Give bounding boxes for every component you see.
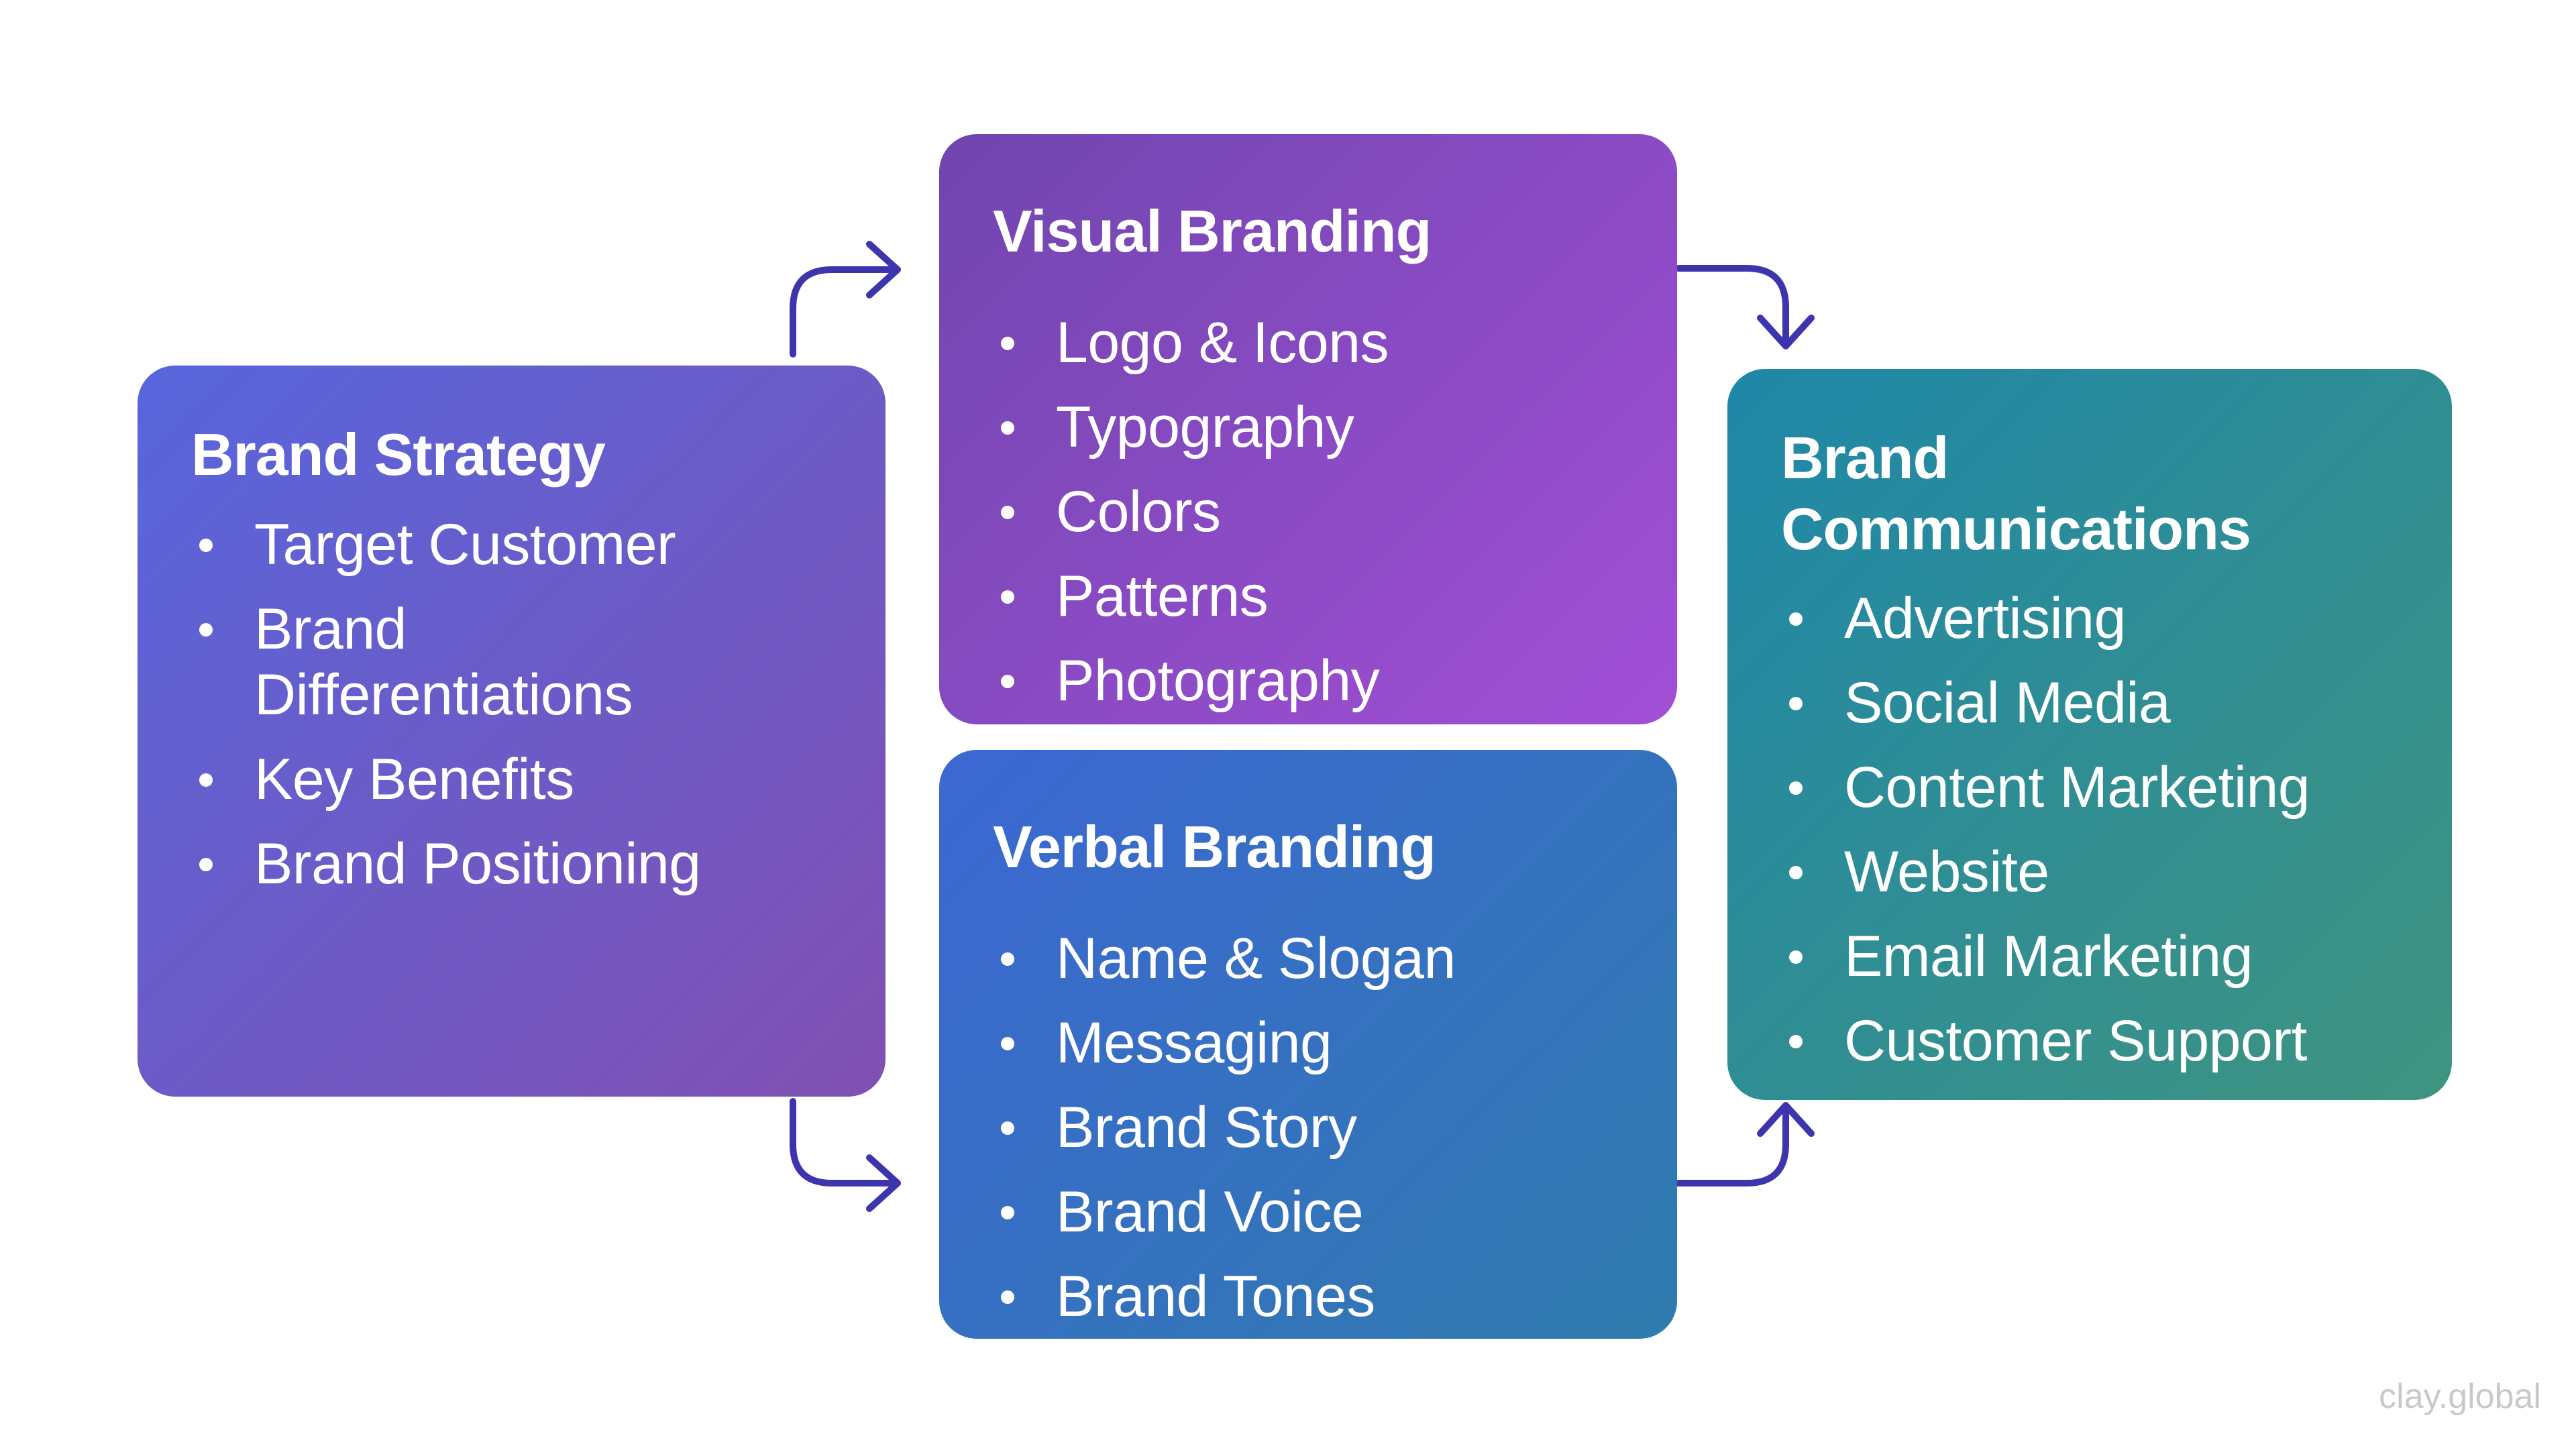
bullet-dot (1789, 950, 1803, 964)
list-item-label: Brand Positioning (254, 831, 701, 896)
list-item-label: Name & Slogan (1056, 926, 1456, 991)
list-item: Photography (993, 648, 1637, 714)
list-item: Brand Positioning (191, 831, 778, 897)
list-item: Brand Voice (993, 1179, 1637, 1245)
bullet-dot (1001, 336, 1014, 350)
bullet-dot (1001, 1036, 1014, 1050)
list-item-label: Key Benefits (254, 747, 574, 812)
list-item-label: Customer Support (1844, 1009, 2307, 1074)
arrow-strategy-to-visual (790, 241, 901, 357)
bullet-dot (1001, 590, 1014, 604)
bullet-dot (1789, 612, 1803, 626)
arrow-visual-to-communications (1675, 265, 1815, 349)
bullet-dot (199, 622, 213, 637)
list-item-label: Brand Story (1056, 1095, 1357, 1160)
bullet-dot (1001, 1205, 1014, 1219)
card-title: Brand Strategy (191, 421, 606, 488)
list-item: Patterns (993, 563, 1637, 629)
list-item: Brand Differentiations (191, 596, 778, 728)
watermark-clay-global: clay.global (2379, 1377, 2541, 1416)
list-item-label: Patterns (1056, 563, 1269, 628)
list-item-label: Target Customer (254, 512, 676, 577)
bullet-dot (199, 538, 213, 552)
bullet-dot (1789, 1035, 1803, 1049)
bullet-dot (1001, 952, 1014, 966)
arrowhead-right-icon (866, 241, 901, 298)
list-item-label: Logo & Icons (1056, 310, 1389, 375)
list-item-label: Brand Tones (1056, 1264, 1375, 1329)
arrow-strategy-to-verbal (790, 1098, 901, 1212)
arrowhead-down-icon (1757, 315, 1815, 349)
bullet-dot (1001, 674, 1014, 688)
list-item: Content Marketing (1781, 755, 2412, 820)
bullet-dot (199, 773, 213, 787)
list-item-label: Photography (1056, 648, 1380, 713)
bullet-dot (1789, 781, 1803, 795)
bullet-dot (1789, 866, 1803, 880)
list-item: Target Customer (191, 512, 778, 577)
list-item-label: Content Marketing (1844, 755, 2310, 820)
list-item-label: Social Media (1844, 671, 2171, 736)
list-item: Messaging (993, 1010, 1637, 1076)
list-item-label: Messaging (1056, 1010, 1332, 1075)
card-title: Brand Communications (1781, 425, 2251, 562)
list-item-label: Typography (1056, 394, 1354, 459)
list-item: Brand Story (993, 1095, 1637, 1160)
list-item: Advertising (1781, 586, 2412, 651)
bullet-dot (1789, 697, 1803, 711)
list-item: Typography (993, 394, 1637, 460)
card-title: Visual Branding (993, 198, 1432, 264)
bullet-dot (1001, 421, 1014, 435)
list-item: Logo & Icons (993, 310, 1637, 376)
bullet-dot (1001, 1290, 1014, 1304)
list-item: Brand Tones (993, 1264, 1637, 1329)
list-item-label: Brand Differentiations (254, 596, 633, 727)
arrowhead-up-icon (1757, 1102, 1815, 1137)
list-item-label: Advertising (1844, 586, 2126, 651)
list-item-label: Website (1844, 840, 2049, 905)
list-item-label: Colors (1056, 479, 1221, 544)
arrowhead-right-icon (866, 1154, 901, 1212)
list-item-label: Brand Voice (1056, 1179, 1364, 1244)
card-title: Verbal Branding (993, 814, 1436, 880)
list-item: Name & Slogan (993, 926, 1637, 991)
list-item: Website (1781, 839, 2412, 905)
list-item: Social Media (1781, 670, 2412, 736)
list-item-label: Email Marketing (1844, 924, 2253, 989)
arrow-verbal-to-communications (1675, 1102, 1815, 1187)
list-item: Key Benefits (191, 747, 778, 812)
bullet-dot (1001, 1121, 1014, 1135)
bullet-dot (199, 857, 213, 871)
list-item: Customer Support (1781, 1008, 2412, 1074)
bullet-dot (1001, 505, 1014, 519)
list-item: Email Marketing (1781, 924, 2412, 989)
list-item: Colors (993, 479, 1637, 545)
